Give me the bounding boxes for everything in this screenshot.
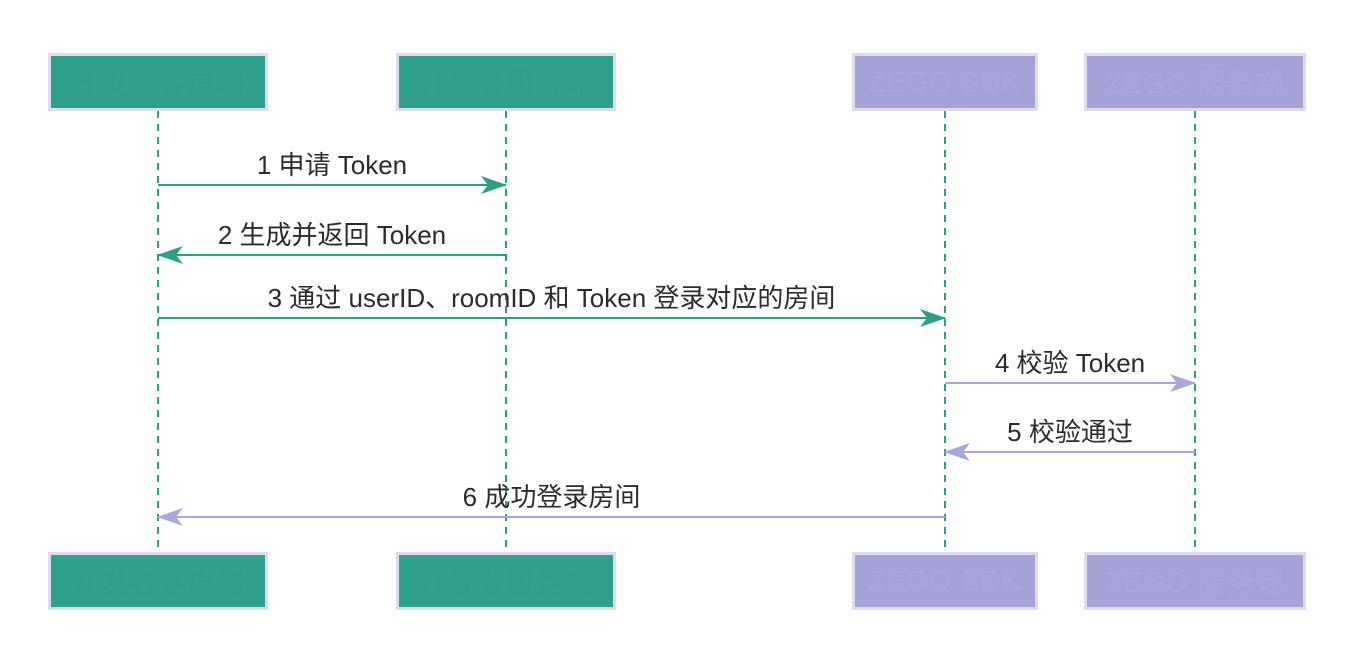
actor-dev-server-bottom: 开发者服务端 [396, 552, 616, 610]
message-3-label: 3 通过 userID、roomID 和 Token 登录对应的房间 [267, 283, 836, 313]
message-4-label: 4 校验 Token [994, 348, 1146, 378]
message-5-arrow [944, 443, 1195, 461]
actor-dev-server-label: 开发者服务端 [418, 68, 593, 99]
actor-dev-server-top: 开发者服务端 [396, 53, 616, 111]
lifeline-zego-sdk [944, 111, 946, 552]
actor-dev-client-bottom: 开发者客户端 [48, 552, 268, 610]
message-1-label: 1 申请 Token [256, 150, 408, 180]
actor-zego-sdk-top: ZEGO SDK [852, 53, 1038, 111]
message-2-arrow [157, 246, 506, 264]
actor-dev-client-label: 开发者客户端 [70, 567, 245, 598]
actor-dev-client-top: 开发者客户端 [48, 53, 268, 111]
message-1-arrow [158, 176, 507, 194]
arrowhead-right-icon [481, 176, 507, 194]
actor-zego-server-bottom: ZEGO 服务端 [1084, 552, 1306, 610]
arrowhead-left-icon [157, 246, 183, 264]
arrowhead-left-icon [944, 443, 970, 461]
actor-zego-sdk-label: ZEGO SDK [868, 66, 1022, 97]
actor-zego-server-label: ZEGO 服务端 [1105, 68, 1285, 99]
message-6-arrow [157, 508, 945, 526]
actor-zego-sdk-bottom: ZEGO SDK [852, 552, 1038, 610]
lifeline-zego-server [1194, 111, 1196, 552]
arrowhead-right-icon [920, 309, 946, 327]
message-6-label: 6 成功登录房间 [462, 482, 641, 512]
message-5-label: 5 校验通过 [1007, 417, 1133, 447]
message-4-arrow [945, 374, 1196, 392]
arrowhead-right-icon [1170, 374, 1196, 392]
actor-zego-server-label: ZEGO 服务端 [1105, 567, 1285, 598]
actor-zego-server-top: ZEGO 服务端 [1084, 53, 1306, 111]
message-3-arrow [158, 309, 946, 327]
actor-zego-sdk-label: ZEGO SDK [868, 565, 1022, 596]
arrowhead-left-icon [157, 508, 183, 526]
lifeline-dev-server [505, 111, 507, 552]
actor-dev-server-label: 开发者服务端 [418, 567, 593, 598]
message-2-label: 2 生成并返回 Token [217, 220, 447, 250]
lifeline-dev-client [157, 111, 159, 552]
actor-dev-client-label: 开发者客户端 [70, 68, 245, 99]
